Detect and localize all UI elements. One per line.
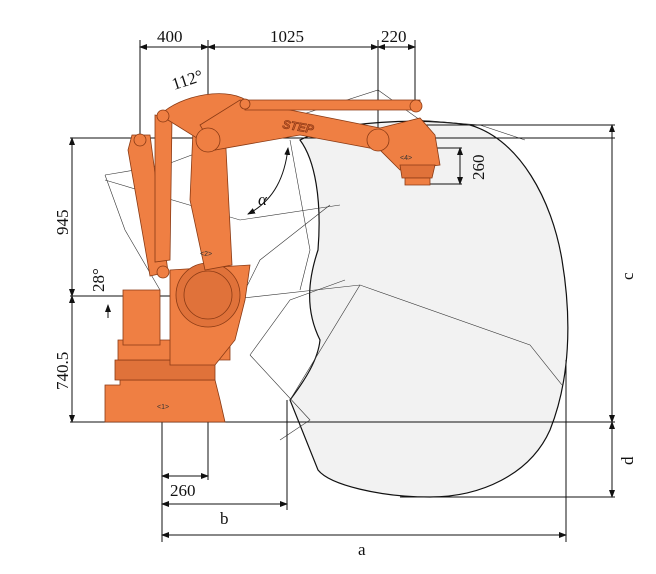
dim-bottom-260: 260	[170, 481, 196, 500]
dim-400: 400	[157, 27, 183, 46]
axis2-label: <2>	[200, 251, 212, 258]
dim-1025: 1025	[270, 27, 304, 46]
dimension-lines	[69, 44, 615, 538]
dim-angle-alpha: α	[258, 190, 268, 209]
dim-945: 945	[53, 210, 72, 236]
dim-740-5: 740.5	[53, 352, 72, 390]
dim-angle-112: 112°	[169, 66, 205, 94]
dim-b: b	[220, 509, 229, 528]
axis4-label: <4>	[400, 155, 412, 162]
axis1-label: <1>	[157, 404, 169, 411]
dim-d: d	[618, 456, 637, 465]
robot-arm: STEP <1> <2> <4>	[104, 93, 441, 423]
dim-a: a	[358, 540, 366, 559]
dim-c: c	[618, 272, 637, 280]
dim-flange-260: 260	[469, 155, 488, 181]
dim-angle-28: 28°	[89, 268, 108, 292]
brand-logo: STEP	[281, 117, 315, 136]
dim-220: 220	[381, 27, 407, 46]
